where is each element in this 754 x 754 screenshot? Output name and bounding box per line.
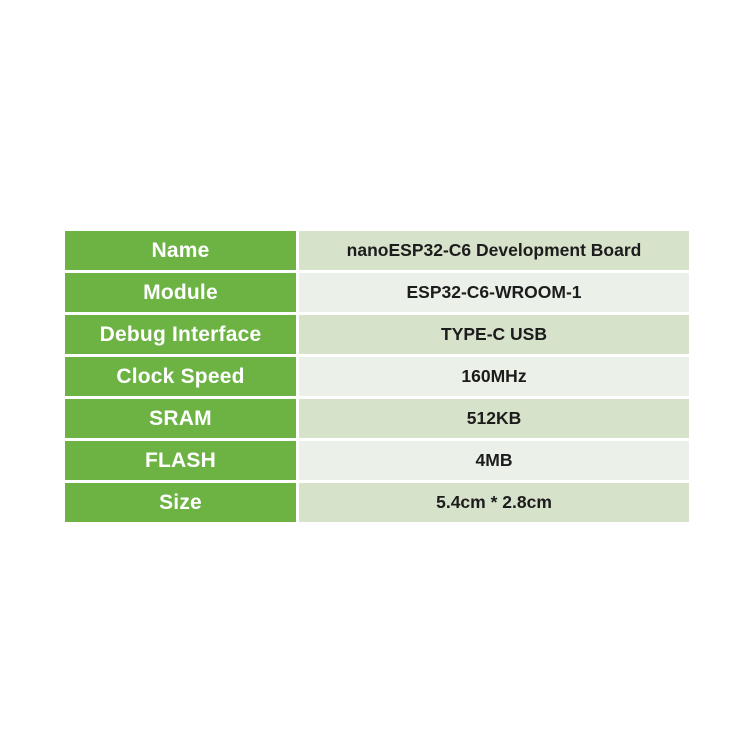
spec-value: 4MB: [299, 441, 689, 480]
spec-value: 5.4cm * 2.8cm: [299, 483, 689, 522]
spec-value: nanoESP32-C6 Development Board: [299, 231, 689, 270]
spec-value: TYPE-C USB: [299, 315, 689, 354]
spec-label: SRAM: [65, 399, 296, 438]
spec-label: Clock Speed: [65, 357, 296, 396]
spec-label: Name: [65, 231, 296, 270]
spec-label: Debug Interface: [65, 315, 296, 354]
spec-value: 512KB: [299, 399, 689, 438]
spec-value: ESP32-C6-WROOM-1: [299, 273, 689, 312]
spec-label: Size: [65, 483, 296, 522]
spec-label: FLASH: [65, 441, 296, 480]
spec-label: Module: [65, 273, 296, 312]
spec-value: 160MHz: [299, 357, 689, 396]
